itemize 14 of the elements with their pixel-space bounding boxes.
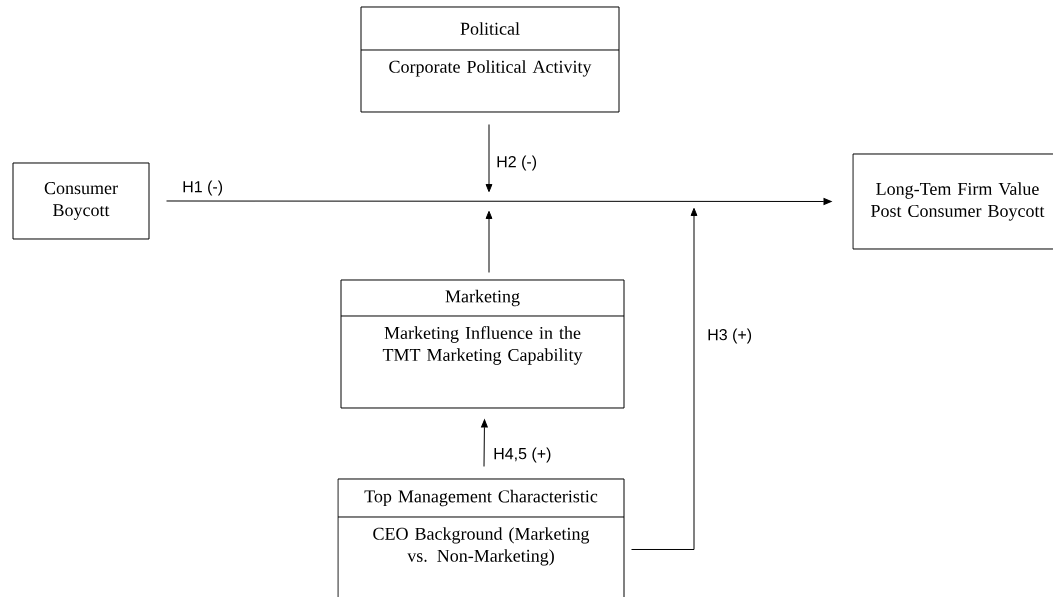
- arrow: [485, 124, 493, 193]
- edge-label: H4,5 (+): [492, 446, 553, 464]
- edge-label: H3 (+): [706, 327, 754, 345]
- arrow: [631, 207, 698, 550]
- framework-box: Consumer Boycott: [12, 162, 150, 240]
- framework-box: Political Corporate Political Activity: [360, 6, 620, 113]
- arrow: [166, 198, 832, 205]
- edge-label: H1 (-): [181, 179, 225, 197]
- framework-box: Marketing Marketing Influence in the TMT Marketing Capability: [340, 279, 625, 409]
- framework-box: Top Management Characteristic CEO Background (Marketing vs. Non-Marketing): [337, 478, 625, 597]
- arrow: [485, 210, 493, 273]
- framework-box: Long-Tem Firm Value Post Consumer Boycott: [852, 153, 1053, 250]
- edge-label: H2 (-): [495, 154, 539, 172]
- arrow: [481, 419, 488, 467]
